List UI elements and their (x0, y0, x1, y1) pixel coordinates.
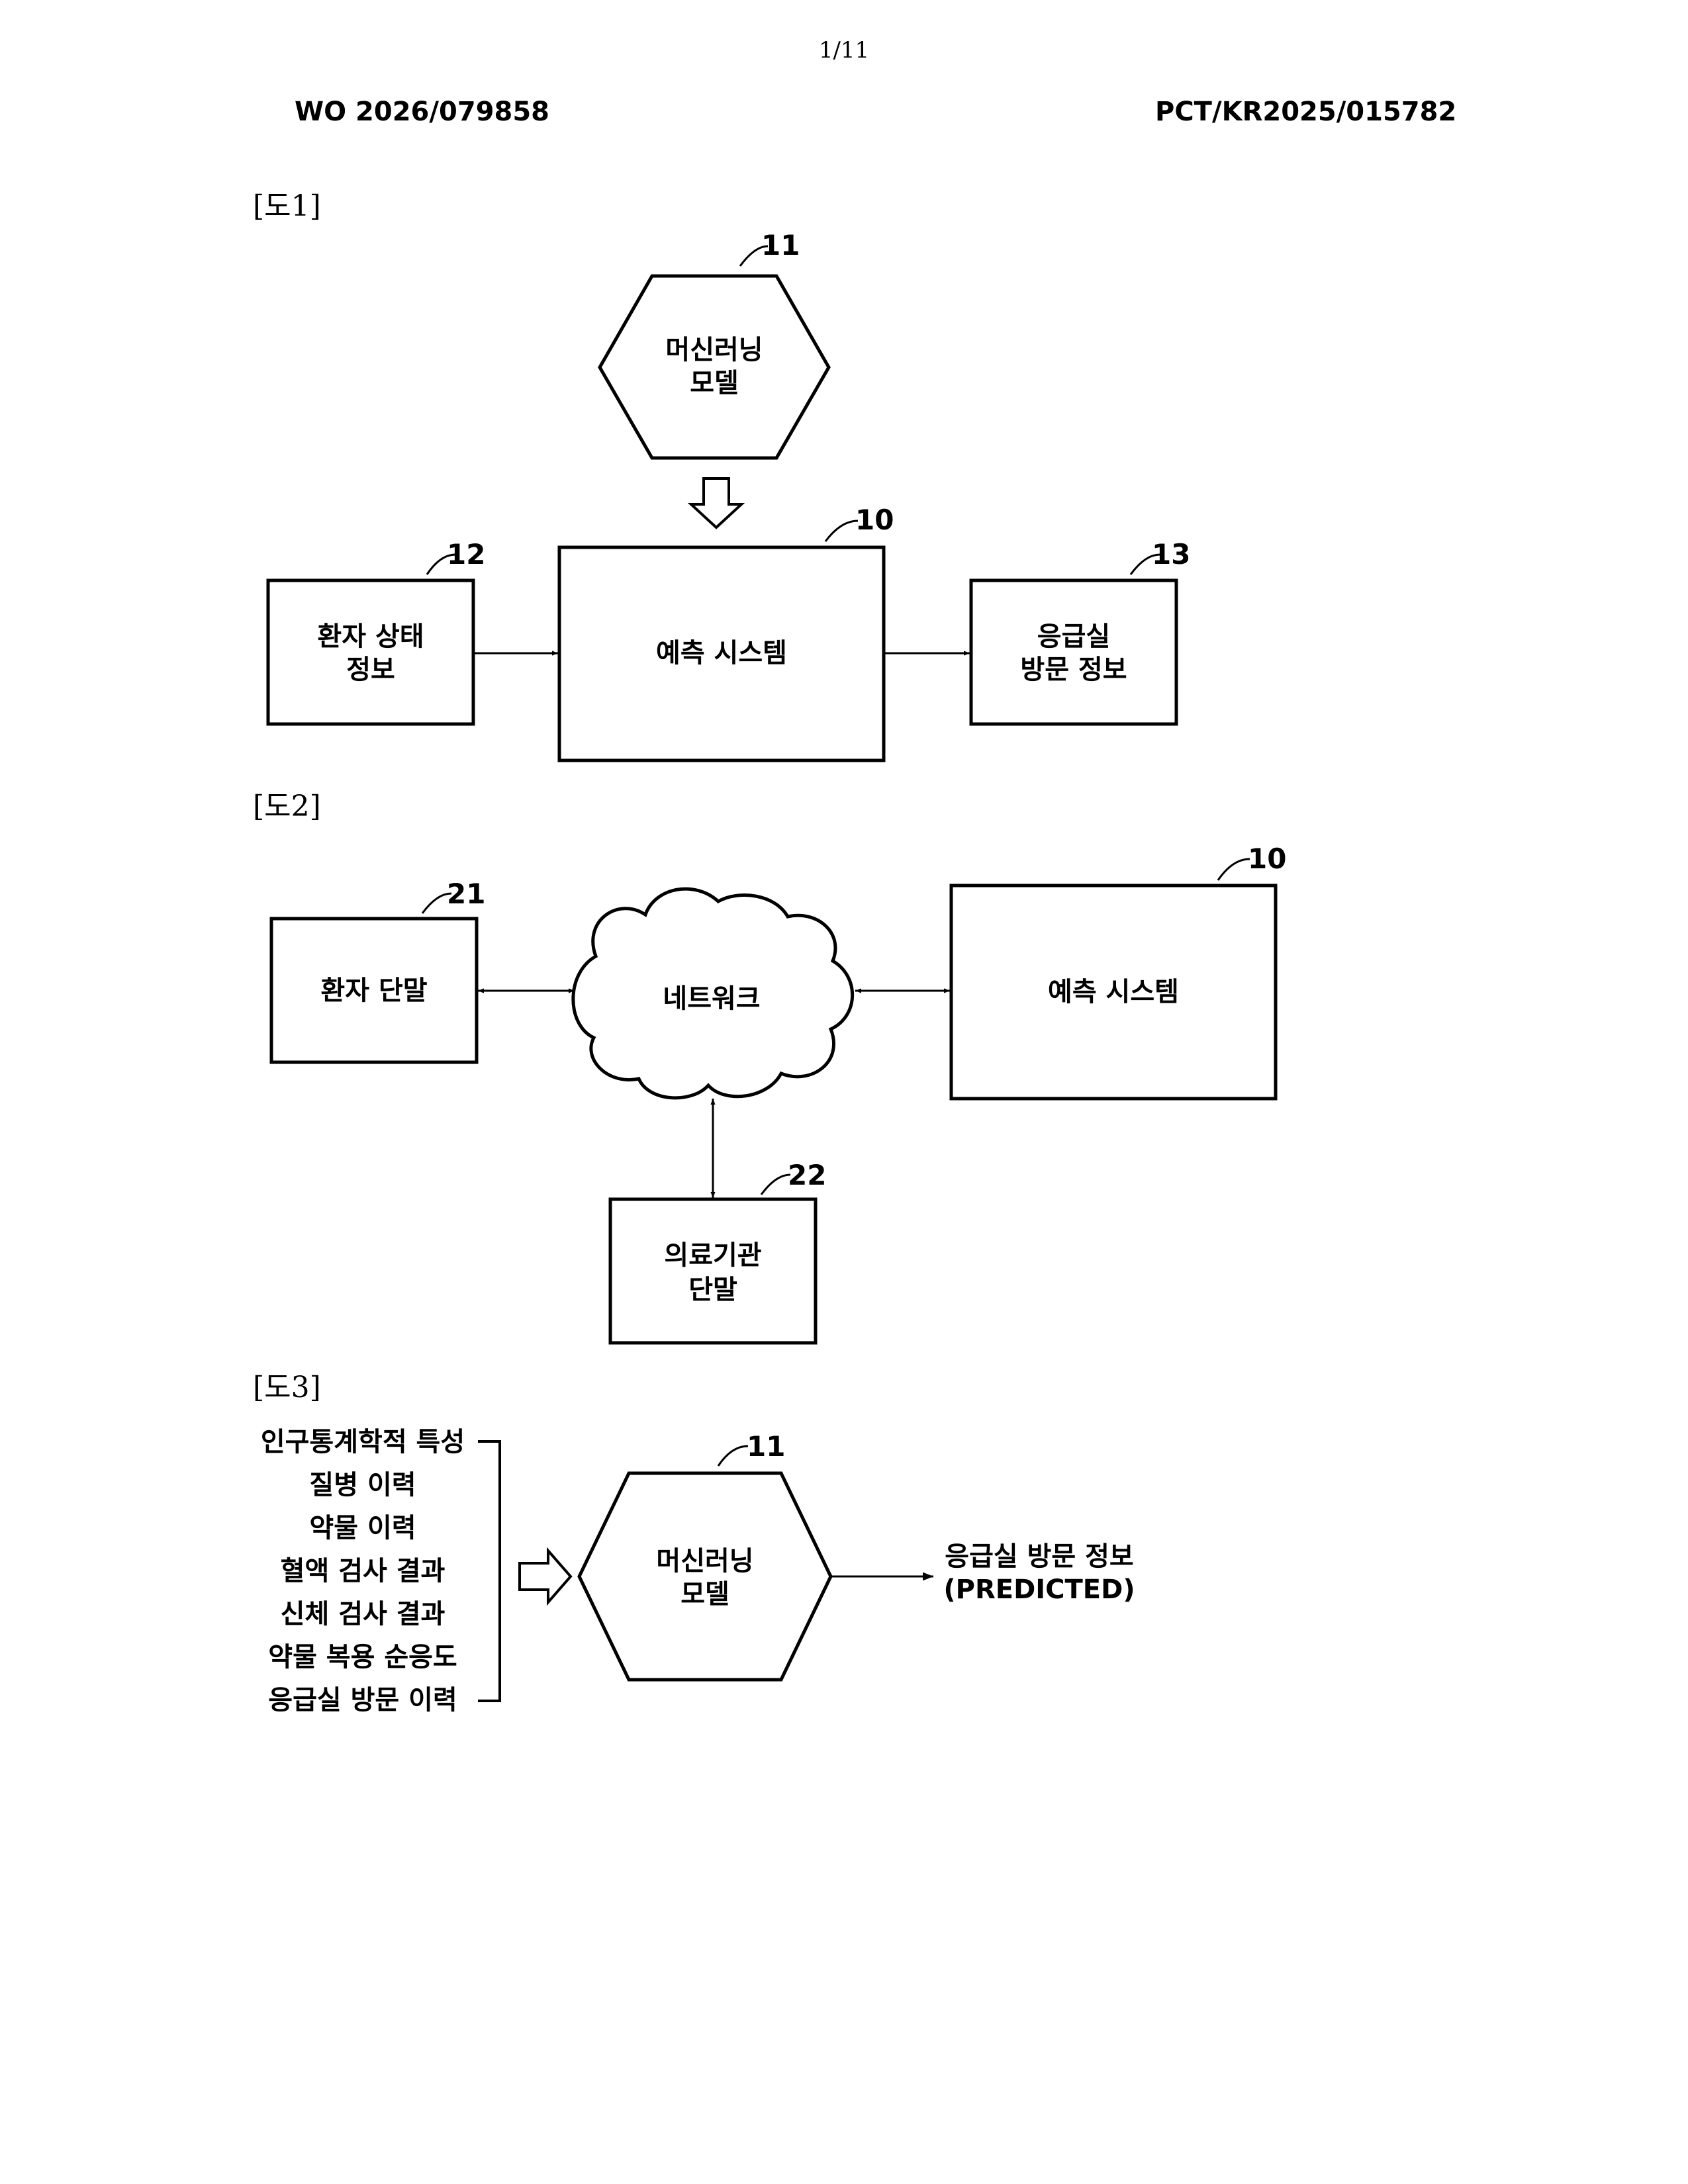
fig2-network-node: 네트워크 (573, 889, 853, 1098)
fig3-output-line2: (PREDICTED) (943, 1574, 1135, 1605)
fig3-input-item: 응급실 방문 이력 (268, 1685, 457, 1715)
fig1-prediction-system-label: 예측 시스템 (656, 638, 787, 668)
fig1-ml-model-line1: 머신러닝 (665, 335, 763, 365)
fig1-patient-info-line2: 정보 (346, 655, 395, 685)
fig3-input-item: 약물 복용 순응도 (268, 1642, 457, 1672)
fig3-input-list: 인구통계학적 특성 질병 이력 약물 이력 혈액 검사 결과 신체 검사 결과 … (261, 1427, 465, 1715)
hexagon-shape (579, 1473, 831, 1680)
leader-line (825, 521, 858, 541)
fig2-patient-terminal-label: 환자 단말 (320, 976, 427, 1006)
fig3-output-line1: 응급실 방문 정보 (945, 1541, 1133, 1572)
fig1-ml-model-line2: 모델 (690, 368, 739, 398)
fig2-medical-terminal-line1: 의료기관 (664, 1240, 761, 1271)
fig1-er-visit-info-line1: 응급실 (1037, 621, 1110, 652)
leader-line (761, 1175, 790, 1195)
fig2-ref-22: 22 (788, 1159, 826, 1191)
fig1-ref-10: 10 (855, 504, 894, 536)
fig1-er-visit-info-node: 응급실 방문 정보 13 (971, 538, 1190, 724)
fig3-input-item: 신체 검사 결과 (281, 1599, 445, 1629)
fig3-input-item: 인구통계학적 특성 (261, 1427, 465, 1457)
fig3-ml-model-line1: 머신러닝 (656, 1546, 753, 1576)
fig3-input-item: 혈액 검사 결과 (281, 1556, 445, 1586)
leader-line (718, 1446, 748, 1466)
hexagon-shape (600, 276, 829, 458)
hollow-down-arrow-icon (691, 478, 741, 527)
fig2-ref-10: 10 (1248, 842, 1286, 875)
fig2-prediction-system-label: 예측 시스템 (1048, 977, 1179, 1007)
fig2-patient-terminal-node: 환자 단말 21 (271, 878, 485, 1062)
fig1-ref-13: 13 (1152, 538, 1190, 570)
figure-2: 환자 단말 21 네트워크 예측 시스템 10 의료기관 단말 22 (271, 842, 1286, 1343)
fig3-ref-11: 11 (747, 1430, 785, 1463)
fig2-medical-terminal-line2: 단말 (688, 1275, 737, 1305)
fig2-medical-terminal-node: 의료기관 단말 22 (610, 1159, 826, 1343)
fig2-prediction-system-node: 예측 시스템 10 (951, 842, 1286, 1099)
leader-line (1218, 859, 1250, 880)
fig1-prediction-system-node: 예측 시스템 10 (559, 504, 894, 760)
box-shape (971, 580, 1176, 724)
fig3-ml-model-line2: 모델 (680, 1579, 729, 1610)
fig1-patient-info-node: 환자 상태 정보 12 (268, 538, 485, 724)
fig1-ml-model-node: 머신러닝 모델 11 (600, 229, 829, 458)
figure-1: 머신러닝 모델 11 환자 상태 정보 12 예측 시스템 10 (268, 229, 1190, 760)
fig1-ref-11: 11 (761, 229, 800, 261)
fig3-input-item: 질병 이력 (309, 1470, 416, 1500)
fig3-ml-model-node: 머신러닝 모델 11 (579, 1430, 831, 1680)
fig1-patient-info-line1: 환자 상태 (317, 621, 424, 652)
figure-3: 인구통계학적 특성 질병 이력 약물 이력 혈액 검사 결과 신체 검사 결과 … (261, 1427, 1135, 1715)
hollow-right-arrow-icon (520, 1551, 571, 1602)
box-shape (268, 580, 473, 724)
fig1-ref-12: 12 (447, 538, 485, 570)
box-shape (610, 1199, 816, 1343)
fig3-output: 응급실 방문 정보 (PREDICTED) (943, 1541, 1135, 1605)
fig3-input-item: 약물 이력 (309, 1513, 416, 1543)
fig2-ref-21: 21 (447, 878, 485, 910)
fig1-er-visit-info-line2: 방문 정보 (1020, 655, 1127, 685)
fig2-network-label: 네트워크 (663, 983, 760, 1014)
grouping-bracket (478, 1441, 500, 1701)
